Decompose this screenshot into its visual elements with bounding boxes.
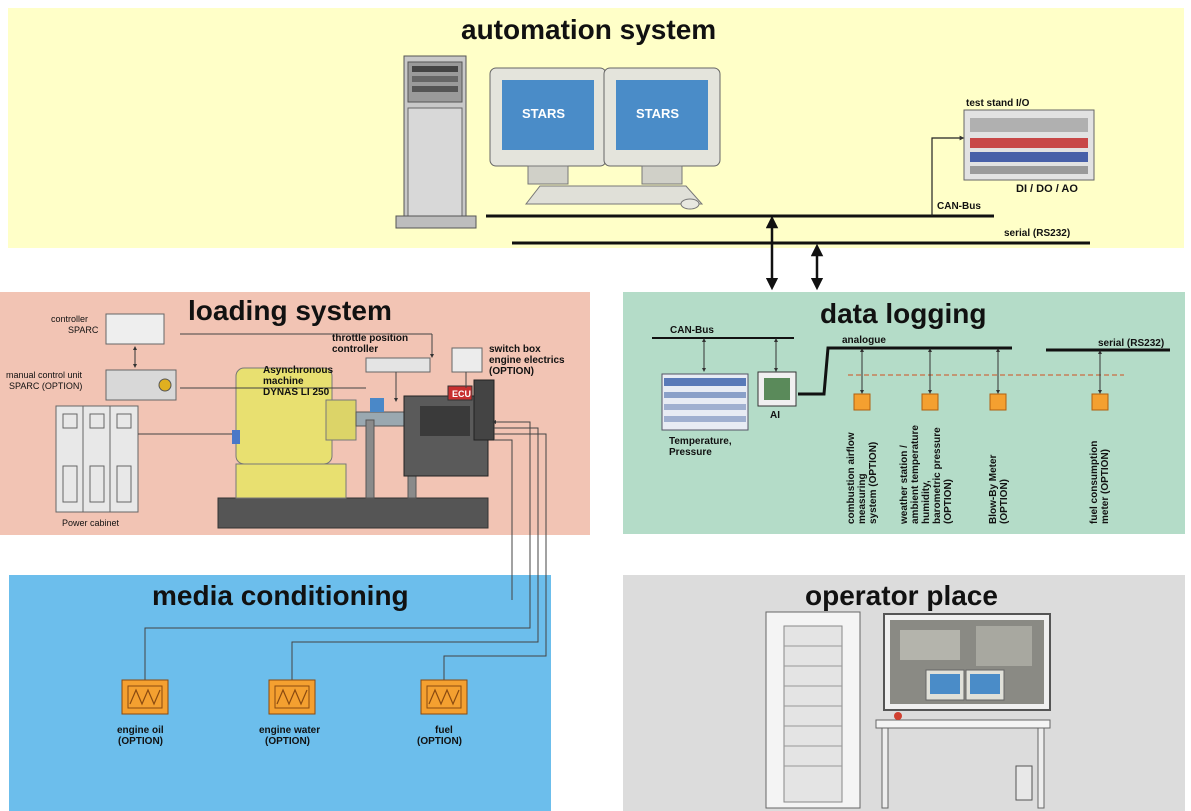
ecu-box [447,385,473,401]
sensor-combustion-airflow [853,393,871,411]
temp-pressure-label-1: Temperature, [669,436,732,447]
sensor-3-label-1: Blow-By Meter [988,454,999,524]
sensor-1-label-1: combustion airflow [846,432,857,524]
can-bus-label: CAN-Bus [937,201,981,212]
analogue-label: analogue [842,335,886,346]
manual-control-unit-icon [105,369,177,401]
throttle-label-2: controller [332,344,379,355]
loading-system-title: loading system [188,295,392,326]
controller-label-2: SPARC [68,325,99,335]
io-connector-line [931,135,965,216]
keyboard-icon [524,185,704,210]
sensor-weather-station [921,393,939,411]
sensor-3-label-2: (OPTION) [999,479,1010,524]
manual-control-label-1: manual control unit [6,370,83,380]
heat-exchanger-fuel-icon [420,679,468,715]
sensor-2-label-2: ambient temperature [910,425,921,524]
server-rack-icon [395,55,477,229]
operator-place-title: operator place [805,580,998,611]
machine-label-1: Asynchronous [263,365,334,376]
heat-exchanger-oil-icon [121,679,169,715]
switch-box-label-1: switch box [489,344,541,355]
di-do-ao-label: DI / DO / AO [1016,183,1078,195]
screen-logo-left: STARS [522,106,566,121]
ai-module-icon [757,371,797,407]
controller-label-1: controller [51,314,89,324]
io-module-icon [963,109,1095,181]
throttle-controller-icon [365,357,431,373]
control-cabinet-icon [765,611,861,809]
fuel-label-1: fuel [435,725,453,736]
dl-serial-label: serial (RS232) [1098,338,1165,349]
operator-monitors-icon [925,669,1005,701]
analogue-bus-line [798,346,1012,396]
power-cabinet-label: Power cabinet [62,518,120,528]
sensor-blow-by-meter [989,393,1007,411]
temp-pressure-label-2: Pressure [669,447,712,458]
screen-logo-right: STARS [636,106,680,121]
sensor-1-label-3: system (OPTION) [868,441,879,524]
serial-rs232-label: serial (RS232) [1004,228,1071,239]
asynchronous-machine-icon [232,367,357,499]
engine-water-label-1: engine water [259,725,321,736]
data-logging-title: data logging [820,298,987,329]
sensor-2-label-1: weather station / [899,445,910,524]
media-conditioning-title: media conditioning [152,580,409,611]
test-stand-io-label: test stand I/O [966,98,1030,109]
operator-desk-icon [875,712,1051,809]
sensor-fuel-consumption [1091,393,1109,411]
engine-oil-label-2: (OPTION) [118,736,163,747]
temperature-pressure-module-icon [661,373,749,431]
engine-water-label-2: (OPTION) [265,736,310,747]
monitor-right-icon [603,67,721,185]
fuel-label-2: (OPTION) [417,736,462,747]
dl-can-bus-label: CAN-Bus [670,325,714,336]
sensor-2-label-4: barometric pressure [932,427,943,524]
switch-box-label-2: engine electrics [489,355,565,366]
ecu-label: ECU [452,389,472,399]
machine-label-2: machine [263,376,304,387]
monitor-left-icon [489,67,607,185]
sensor-1-label-2: measuring [857,473,868,524]
sensor-2-label-3: humidity, [921,480,932,524]
sensor-4-label-1: fuel consumption [1089,440,1100,524]
switch-box-label-3: (OPTION) [489,366,534,377]
base-plate [217,497,489,529]
automation-system-title: automation system [461,14,717,45]
power-cabinet-icon [55,405,139,513]
ai-label: AI [770,410,780,421]
throttle-label-1: throttle position [332,333,409,344]
switch-box-icon [451,347,483,373]
sensor-2-label-5: (OPTION) [943,479,954,524]
machine-label-3: DYNAS LI 250 [263,387,330,398]
engine-oil-label-1: engine oil [117,725,164,736]
sensor-4-label-2: meter (OPTION) [1100,448,1111,524]
manual-control-label-2: SPARC (OPTION) [9,381,83,391]
engine-icon [403,379,495,477]
heat-exchanger-water-icon [268,679,316,715]
controller-sparc-icon [105,313,165,345]
